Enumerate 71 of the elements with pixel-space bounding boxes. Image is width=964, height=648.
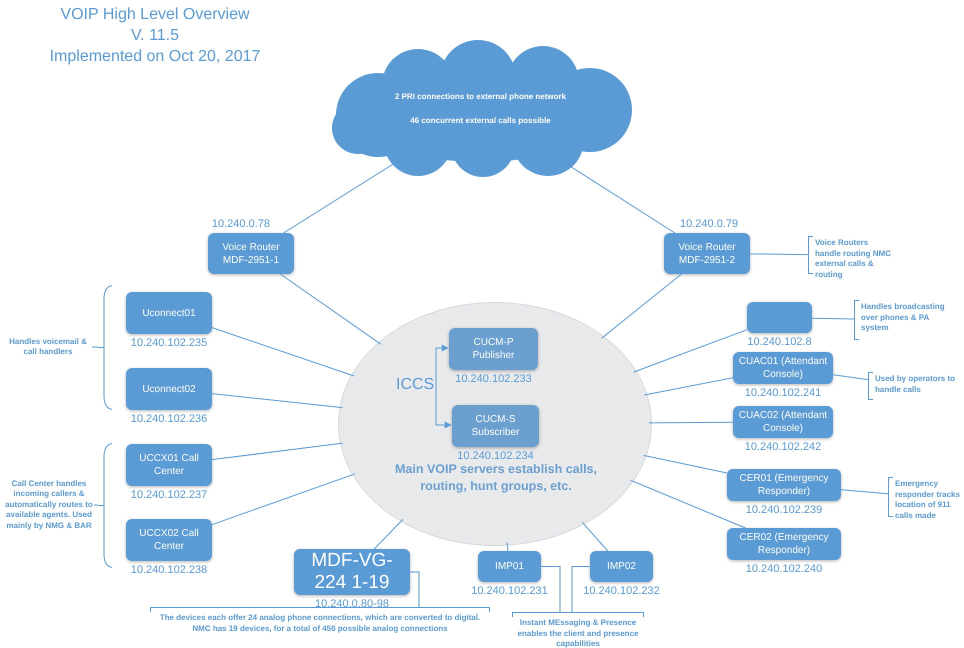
annotation: [512, 612, 644, 646]
leader-line: [572, 566, 590, 612]
server-box: CUCM-P Publisher: [449, 328, 538, 370]
ip-address: 10.240.102.8: [746, 336, 813, 349]
connector-line: [212, 473, 356, 526]
leader-line: [540, 566, 560, 612]
server-box: CER02 (Emergency Responder): [727, 528, 841, 560]
ip-address: 10.240.0.78: [210, 218, 270, 231]
cloud-text: 46 concurrent external calls possible: [410, 115, 551, 127]
server-box: UCCX02 Call Center: [126, 519, 212, 561]
date-label: Implemented on Oct 20, 2017: [50, 47, 260, 67]
ip-address: 10.240.0.79: [680, 218, 740, 231]
annotation-text: Call Center handles incoming callers & automatically routes to available agents. Used mainly by NMG & BAR: [4, 474, 94, 536]
ip-address: 10.240.102.236: [130, 413, 208, 426]
ip-address: 10.240.102.231: [470, 585, 549, 598]
title: VOIP High Level Overview: [60, 5, 250, 25]
connector-line: [648, 422, 734, 424]
leader-line: [94, 504, 98, 506]
server-box: Voice Router MDF-2951-2: [664, 233, 750, 274]
annotation-text: Used by operators to handle calls: [875, 374, 956, 395]
ip-address: 10.240.102.233: [454, 373, 533, 386]
connector-line: [212, 393, 343, 408]
ip-address: 10.240.102.232: [582, 585, 661, 598]
empty-server-box: [747, 302, 812, 333]
annotation-text: The devices each offer 24 analog phone connections, which are converted to digital. NMC has 19 devices, for a total of 456 possible analog connections: [158, 613, 482, 634]
leader-line: [410, 572, 420, 608]
server-box: IMP01: [478, 551, 541, 582]
ip-address: 10.240.102.239: [744, 504, 824, 517]
server-box: IMP02: [590, 551, 653, 582]
ip-address: 10.240.102.237: [130, 489, 208, 502]
ip-address: 10.240.0.80-98: [314, 598, 390, 611]
server-box: MDF-VG-224 1-19: [294, 549, 410, 595]
server-box: CER01 (Emergency Responder): [727, 469, 841, 501]
server-box: UCCX01 Call Center: [126, 444, 212, 486]
server-box: Uconnect02: [126, 368, 212, 410]
leader-line: [812, 318, 854, 320]
server-box: CUCM-S Subscriber: [452, 405, 539, 447]
ip-address: 10.240.102.235: [130, 337, 208, 350]
connector-line: [212, 442, 344, 460]
annotation-text: Voice Routers handle routing NMC external calls & routing: [815, 238, 892, 280]
annotation-text: Handles voicemail & call handlers: [4, 335, 92, 359]
annotation-text: Emergency responder tracks location of 911 calls made: [895, 479, 961, 521]
ellipse-caption: Main VOIP servers establish calls, routing, hunt groups, etc.: [394, 461, 598, 495]
ip-address: 10.240.102.238: [130, 564, 208, 577]
connector-line: [643, 454, 728, 474]
connector-line: [280, 274, 382, 345]
connector-line: [644, 377, 734, 396]
connector-line: [633, 329, 748, 373]
ip-address: 10.240.102.234: [456, 450, 535, 463]
leader-line: [832, 374, 868, 380]
connector-line: [630, 480, 746, 528]
server-box: Voice Router MDF-2951-1: [208, 233, 294, 274]
connector-line: [506, 542, 508, 552]
connector-line: [601, 274, 682, 339]
annotation-text: Handles broadcasting over phones & PA system: [861, 302, 946, 334]
ip-address: 10.240.102.242: [744, 441, 822, 454]
connector-line: [582, 522, 608, 552]
leader-line: [750, 253, 808, 256]
cloud-text: 2 PRI connections to external phone network: [394, 91, 566, 103]
ip-address: 10.240.102.241: [744, 387, 822, 400]
connector-line: [374, 518, 404, 550]
ip-address: 10.240.102.240: [744, 563, 824, 576]
server-box: CUAC02 (Attendant Console): [733, 406, 833, 438]
leader-line: [92, 346, 98, 348]
connector-line: [212, 327, 355, 376]
leader-line: [840, 489, 888, 494]
arrow: [436, 344, 452, 428]
annotation-text: Instant MEssaging & Presence enables the client and presence capabilities: [516, 618, 640, 648]
server-box: CUAC01 (Attendant Console): [733, 352, 833, 384]
server-box: Uconnect01: [126, 292, 212, 334]
version-label: V. 11.5: [130, 26, 180, 46]
